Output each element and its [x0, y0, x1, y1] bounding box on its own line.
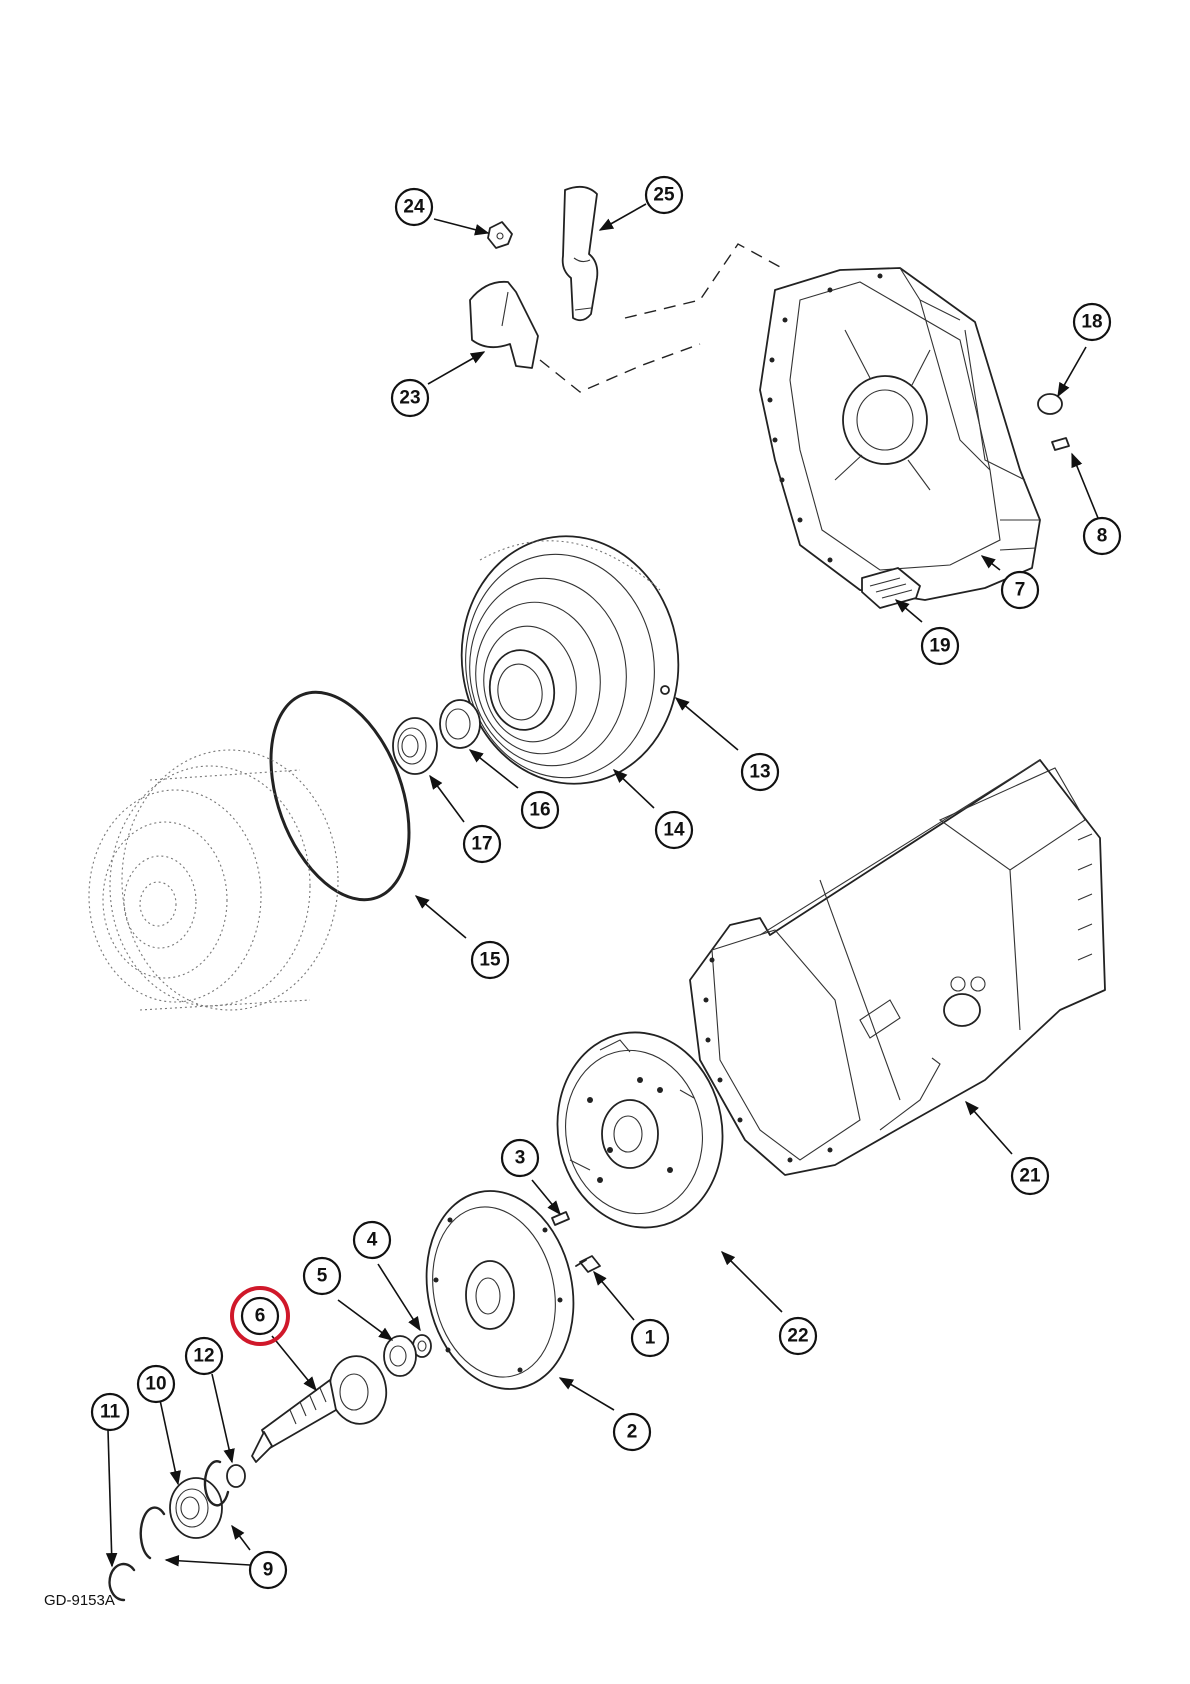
leader-lines [105, 203, 1099, 1568]
part-transmission-case [689, 759, 1106, 1176]
part-shaft [251, 1355, 388, 1463]
part-pilot-bearing [383, 1335, 417, 1377]
highlight-ring [230, 1286, 290, 1346]
linkage-dashed-line [624, 243, 783, 319]
svg-text:13: 13 [749, 762, 770, 783]
callout-11: 11 [90, 1392, 130, 1432]
part-bracket [469, 280, 539, 369]
callout-24: 24 [394, 187, 434, 227]
part-cap [1037, 393, 1063, 415]
part-flywheel-ghost [88, 749, 339, 1011]
callout-19: 19 [920, 626, 960, 666]
svg-text:25: 25 [653, 185, 675, 206]
svg-text:4: 4 [367, 1230, 378, 1251]
part-lever [561, 185, 599, 322]
svg-text:7: 7 [1015, 580, 1026, 601]
linkage-dashed-line [539, 343, 701, 393]
part-dowel-pin [551, 1211, 570, 1226]
svg-text:6: 6 [255, 1306, 266, 1327]
part-output-bearing [169, 1477, 223, 1539]
part-bolt [575, 1255, 601, 1273]
callout-5: 5 [302, 1256, 342, 1296]
part-bearing [392, 717, 438, 775]
svg-text:9: 9 [263, 1560, 274, 1581]
part-block [861, 567, 921, 609]
svg-text:21: 21 [1019, 1166, 1041, 1187]
callout-4: 4 [352, 1220, 392, 1260]
figure-code: GD-9153A [44, 1592, 115, 1609]
svg-text:5: 5 [317, 1266, 328, 1287]
part-housing [759, 267, 1041, 601]
callout-22: 22 [778, 1316, 818, 1356]
part-flywheel [425, 1190, 575, 1390]
svg-text:8: 8 [1097, 526, 1108, 547]
part-torque-converter [460, 535, 680, 785]
svg-text:16: 16 [529, 800, 550, 821]
callout-6: 6 [240, 1296, 280, 1336]
callout-18: 18 [1072, 302, 1112, 342]
part-small-o-ring [226, 1464, 246, 1488]
svg-text:11: 11 [100, 1402, 121, 1423]
part-retaining-ring [108, 1562, 136, 1602]
callout-13: 13 [740, 752, 780, 792]
callout-9: 9 [248, 1550, 288, 1590]
part-snap-ring [139, 1506, 166, 1560]
part-clip [487, 221, 513, 249]
part-snap-ring [203, 1460, 230, 1507]
callout-2: 2 [612, 1412, 652, 1452]
part-seal [439, 699, 481, 749]
part-o-ring [269, 690, 411, 902]
svg-text:22: 22 [787, 1326, 808, 1347]
svg-text:19: 19 [929, 636, 950, 657]
svg-text:17: 17 [471, 834, 492, 855]
svg-text:14: 14 [663, 820, 685, 841]
callout-21: 21 [1010, 1156, 1050, 1196]
svg-text:23: 23 [399, 388, 420, 409]
part-nut [660, 685, 670, 695]
part-clutch-assembly [556, 1031, 724, 1229]
svg-text:10: 10 [145, 1374, 166, 1395]
callout-23: 23 [390, 378, 430, 418]
callout-15: 15 [470, 940, 510, 980]
svg-text:12: 12 [193, 1346, 214, 1367]
callout-25: 25 [644, 175, 684, 215]
callout-1: 1 [630, 1318, 670, 1358]
callout-8: 8 [1082, 516, 1122, 556]
callout-3: 3 [500, 1138, 540, 1178]
callout-17: 17 [462, 824, 502, 864]
callout-12: 12 [184, 1336, 224, 1376]
svg-text:15: 15 [479, 950, 501, 971]
svg-text:3: 3 [515, 1148, 526, 1169]
svg-text:1: 1 [645, 1328, 656, 1349]
svg-text:18: 18 [1081, 312, 1102, 333]
callout-10: 10 [136, 1364, 176, 1404]
callout-7: 7 [1000, 570, 1040, 610]
callout-16: 16 [520, 790, 560, 830]
svg-text:2: 2 [627, 1422, 638, 1443]
callout-14: 14 [654, 810, 694, 850]
svg-text:24: 24 [403, 197, 425, 218]
part-pin [1051, 437, 1070, 451]
